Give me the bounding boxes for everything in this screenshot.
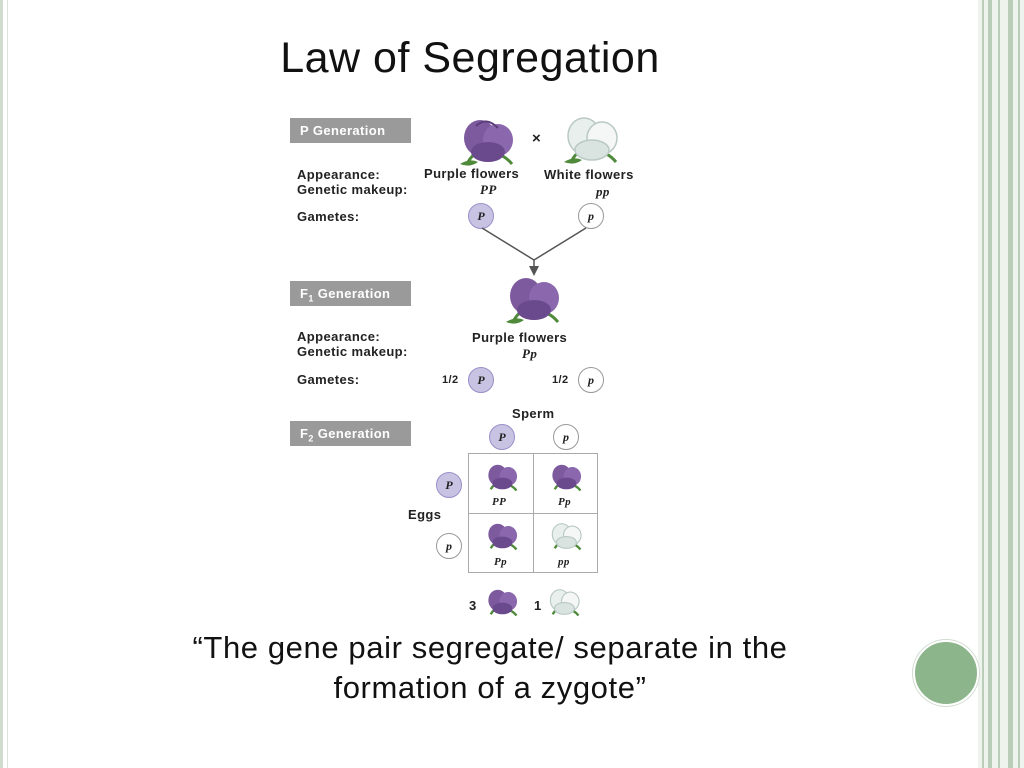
parent2-appearance: White flowers	[544, 167, 634, 182]
parent1-gamete: P	[468, 203, 494, 229]
cross-symbol: ×	[532, 130, 542, 147]
f1-generation-label: F1 Generation	[290, 281, 411, 306]
punnett-cell-2-flower-icon	[552, 464, 582, 492]
f1-gamete1: P	[468, 367, 494, 393]
ratio-purple-flower-icon	[488, 589, 518, 617]
f1-gamete2: p	[578, 367, 604, 393]
quote-line-2: formation of a zygote”	[333, 670, 647, 705]
p-genetic-makeup-label: Genetic makeup:	[297, 182, 408, 197]
sperm-gamete-1: P	[489, 424, 515, 450]
slide-title: Law of Segregation	[280, 34, 660, 82]
f1-purple-flower-icon	[506, 278, 560, 324]
punnett-square	[468, 453, 598, 573]
ratio-purple-count: 3	[469, 598, 477, 613]
punnett-cell-3-genotype: Pp	[494, 556, 508, 568]
slide-frame-right	[978, 0, 1024, 768]
sperm-label: Sperm	[512, 406, 555, 421]
egg-gamete-2: p	[436, 533, 462, 559]
parent2-gamete: p	[578, 203, 604, 229]
white-flower-icon	[564, 117, 618, 164]
parent2-genotype: pp	[596, 184, 610, 199]
sperm-gamete-2: p	[553, 424, 579, 450]
p-gametes-label: Gametes:	[297, 209, 360, 224]
slide-quote: “The gene pair segregate/ separate in th…	[0, 628, 980, 708]
ratio-white-flower-icon	[549, 589, 580, 617]
punnett-cell-1-genotype: PP	[492, 496, 507, 508]
f1-gametes-label: Gametes:	[297, 372, 360, 387]
punnett-cell-4-flower-icon	[551, 523, 582, 551]
p-generation-label: P Generation	[290, 118, 411, 143]
parent1-genotype: PP	[480, 182, 497, 197]
f1-genetic-makeup-label: Genetic makeup:	[297, 344, 408, 359]
f2-generation-label: F2 Generation	[290, 421, 411, 446]
purple-flower-icon	[460, 120, 514, 166]
fertilization-arrow	[481, 227, 587, 276]
punnett-cell-2-genotype: Pp	[558, 496, 572, 508]
slide-frame-left	[0, 0, 8, 768]
punnett-cell-1-flower-icon	[488, 464, 518, 492]
quote-line-1: “The gene pair segregate/ separate in th…	[192, 630, 788, 665]
f1-genotype: Pp	[522, 346, 538, 361]
accent-circle	[913, 640, 979, 706]
segregation-diagram: P Generation × Appearance: Genetic makeu…	[290, 108, 650, 628]
parent1-appearance: Purple flowers	[424, 166, 520, 181]
punnett-cell-3-flower-icon	[488, 523, 518, 551]
f1-appearance: Purple flowers	[472, 330, 568, 345]
p-appearance-label: Appearance:	[297, 167, 381, 182]
eggs-label: Eggs	[408, 507, 442, 522]
egg-gamete-1: P	[436, 472, 462, 498]
f1-gamete2-fraction: 1/2	[552, 374, 569, 386]
punnett-cell-4-genotype: pp	[558, 556, 570, 568]
f1-appearance-label: Appearance:	[297, 329, 381, 344]
f1-gamete1-fraction: 1/2	[442, 374, 459, 386]
ratio-white-count: 1	[534, 598, 542, 613]
